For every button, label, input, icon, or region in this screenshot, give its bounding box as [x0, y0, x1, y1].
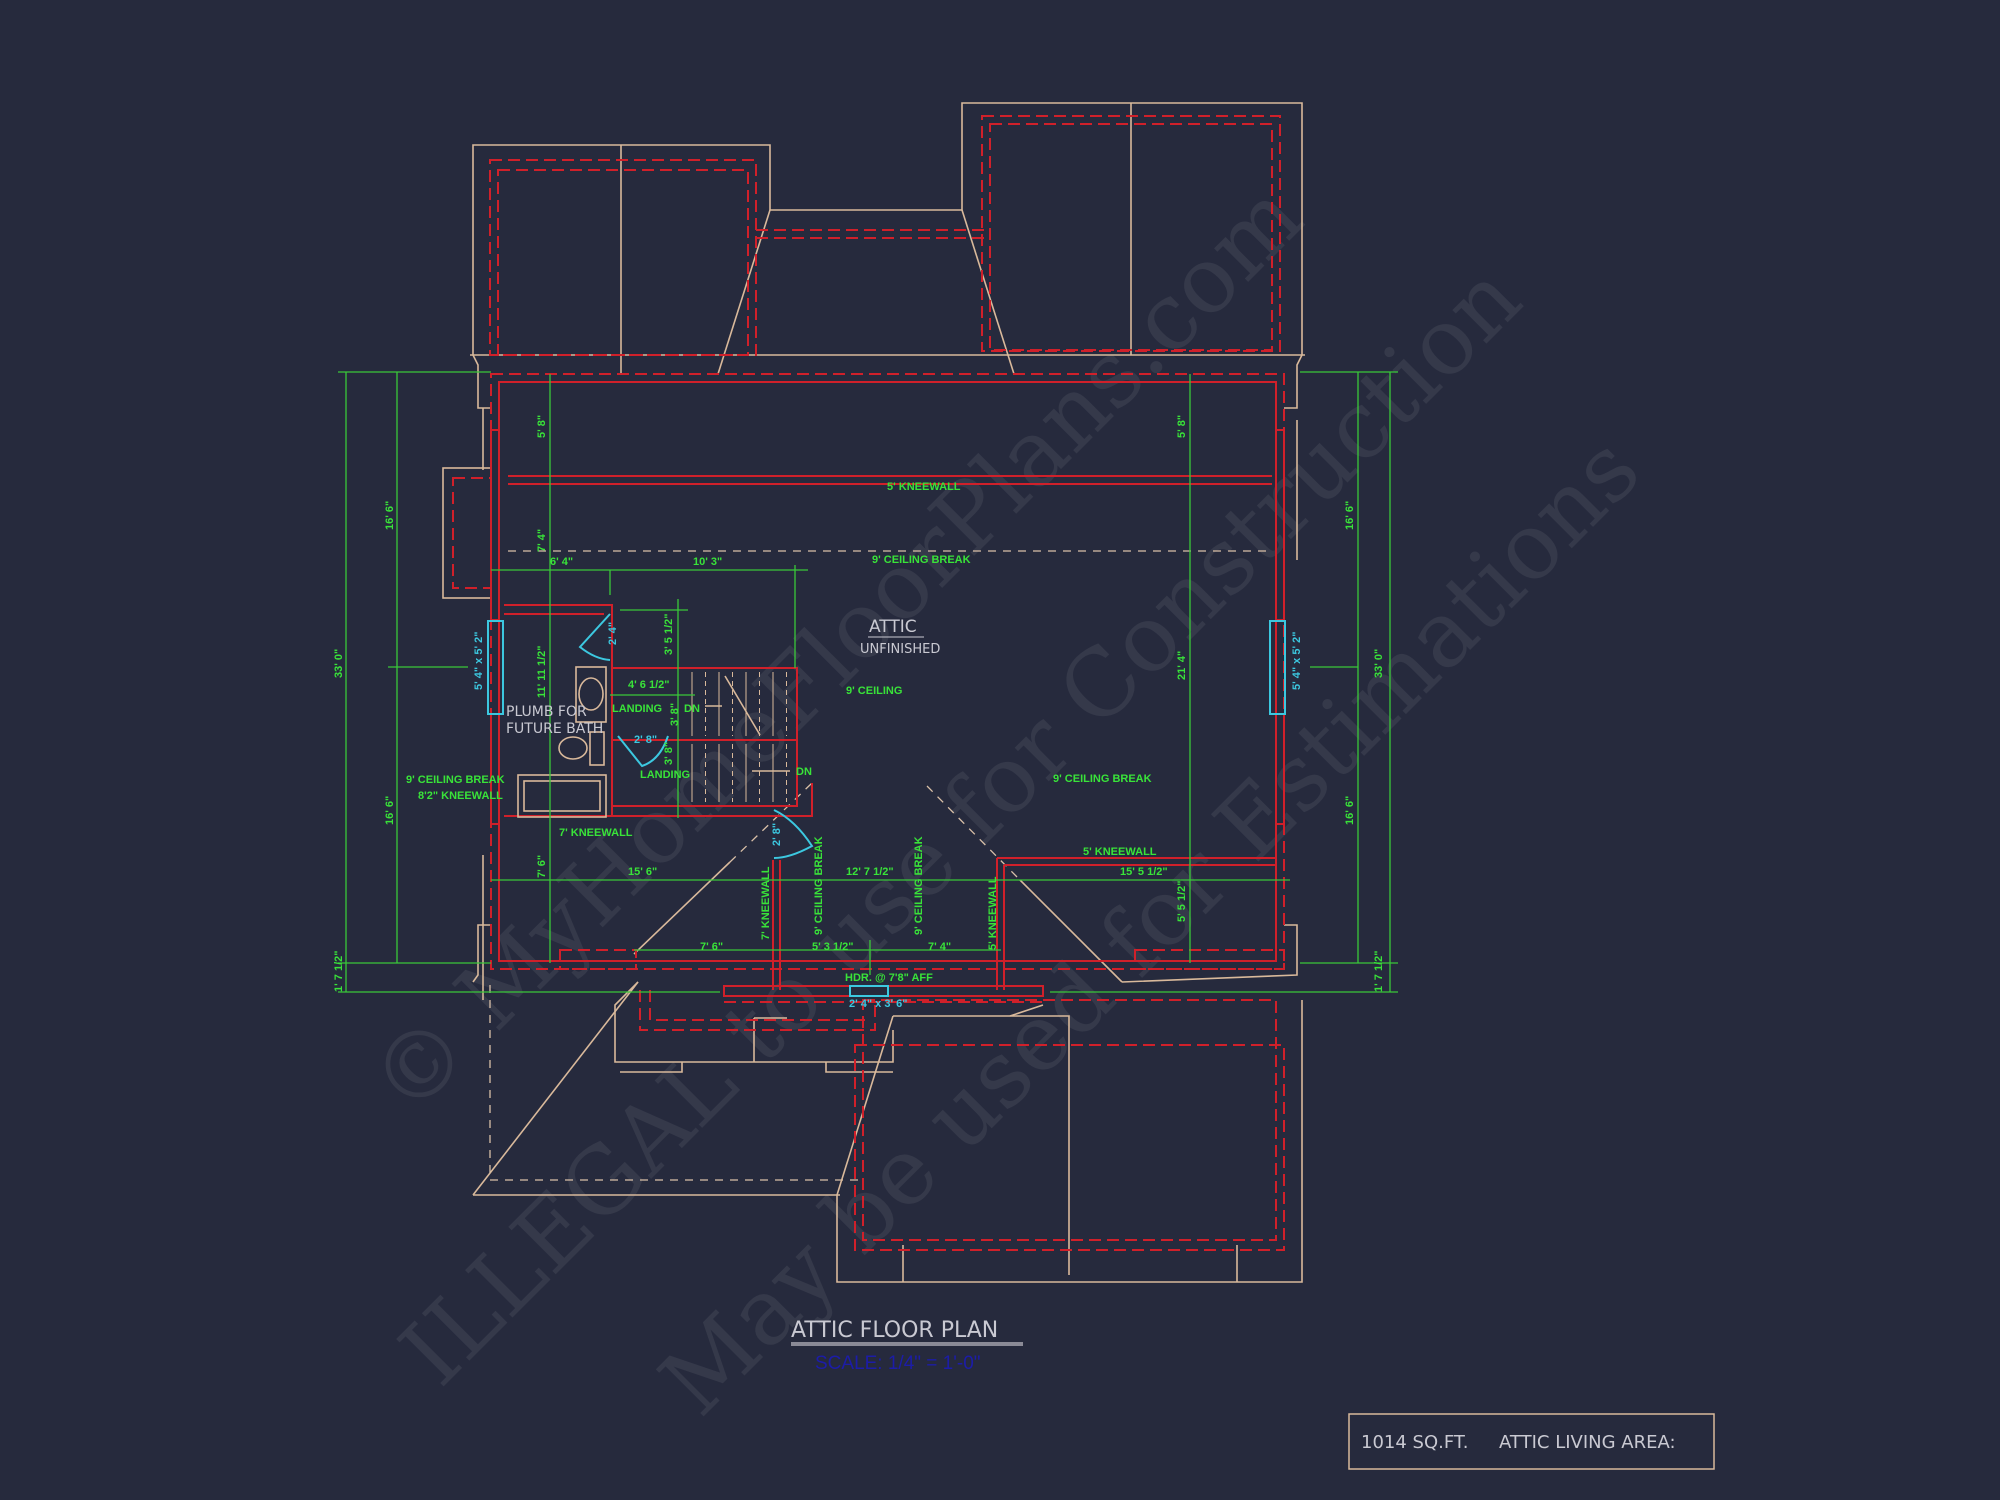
note-ceiling: 9' CEILING	[846, 685, 902, 697]
note-ceiling-break: 9' CEILING BREAK	[913, 836, 925, 935]
door-size-label: 2' 8"	[634, 734, 657, 746]
notes: 5' KNEEWALL 9' CEILING BREAK 9' CEILING …	[406, 481, 1157, 984]
dim-label: 6' 4"	[550, 556, 573, 568]
note-ceiling-break: 9' CEILING BREAK	[813, 836, 825, 935]
note-header: HDR. @ 7'8" AFF	[845, 972, 933, 984]
drawing-scale: SCALE: 1/4" = 1'-0"	[815, 1353, 981, 1374]
sink	[575, 666, 607, 723]
openings	[487, 613, 1286, 997]
stair-treads	[691, 672, 787, 802]
dim-label: 21' 4"	[1176, 651, 1188, 680]
note-kneewall: 5' KNEEWALL	[987, 876, 999, 950]
window-size-label: 5' 4" x 5' 2"	[1291, 632, 1303, 690]
dim-label: 3' 8"	[669, 703, 681, 726]
plumb-note-line-1: PLUMB FOR	[506, 704, 587, 720]
dim-label: 5' 3 1/2"	[812, 941, 853, 953]
dim-label: 7' 4"	[536, 529, 548, 552]
bathtub-inner	[523, 780, 601, 812]
dim-label: 7' 4"	[928, 941, 951, 953]
note-kneewall: 5' KNEEWALL	[887, 481, 961, 493]
sink-bowl	[578, 677, 604, 711]
dim-label: 16' 6"	[1344, 796, 1356, 825]
dim-label: 16' 6"	[384, 501, 396, 530]
dim-label: 4' 6 1/2"	[628, 679, 669, 691]
dimension-labels: 5' 8" 5' 8" 7' 4" 6' 4" 10' 3" 3' 5 1/2"…	[333, 415, 1385, 992]
toilet-bowl	[558, 736, 588, 760]
window-size-label: 2' 4" x 3' 6"	[849, 998, 907, 1010]
bathtub	[517, 774, 607, 818]
dim-label: 1' 7 1/2"	[333, 951, 345, 992]
door-size-label: 2' 8"	[771, 823, 783, 846]
dim-label: 5' 8"	[1176, 415, 1188, 438]
dim-label: 16' 6"	[1344, 501, 1356, 530]
dim-label: 11' 11 1/2"	[536, 646, 548, 699]
area-sqft: 1014 SQ.FT.	[1361, 1432, 1468, 1453]
title-underline	[791, 1342, 1023, 1346]
room-subtitle: UNFINISHED	[860, 642, 940, 657]
dim-label: 12' 7 1/2"	[846, 866, 894, 878]
door-size-label: 2' 4"	[607, 622, 619, 645]
dim-label: 7' 6"	[536, 855, 548, 878]
dim-label: 5' 8"	[536, 415, 548, 438]
dim-label: 5' 5 1/2"	[1176, 881, 1188, 922]
note-landing: LANDING	[640, 769, 690, 781]
dim-label: 3' 5 1/2"	[663, 614, 675, 655]
dim-label: 33' 0"	[333, 649, 345, 678]
dim-label: 15' 6"	[628, 866, 657, 878]
dim-label: 3' 8"	[663, 742, 675, 765]
dim-label: 1' 7 1/2"	[1373, 951, 1385, 992]
dim-label: 33' 0"	[1373, 649, 1385, 678]
dimension-lines	[338, 371, 1398, 993]
note-kneewall: 5' KNEEWALL	[1083, 846, 1157, 858]
dim-label: 10' 3"	[693, 556, 722, 568]
toilet-tank	[589, 731, 605, 766]
dim-label: 15' 5 1/2"	[1120, 866, 1168, 878]
room-name: ATTIC	[869, 617, 917, 637]
door-bath	[578, 613, 611, 661]
window-bottom	[849, 985, 889, 997]
note-stair-down: DN	[796, 766, 812, 778]
area-box	[1348, 1413, 1715, 1470]
drawing-title: ATTIC FLOOR PLAN	[791, 1318, 998, 1343]
note-kneewall: 7' KNEEWALL	[559, 827, 633, 839]
window-right	[1269, 620, 1286, 715]
note-ceiling-break: 9' CEILING BREAK	[406, 774, 505, 786]
note-ceiling-break: 9' CEILING BREAK	[1053, 773, 1152, 785]
plumb-note-line-2: FUTURE BATH	[506, 721, 603, 737]
opening-labels: 5' 4" x 5' 2" 5' 4" x 5' 2" 2' 4" 2' 8" …	[473, 622, 1303, 1010]
dim-label: 16' 6"	[384, 796, 396, 825]
note-ceiling-break: 9' CEILING BREAK	[872, 554, 971, 566]
door-attic	[773, 809, 814, 859]
fixtures	[517, 666, 790, 818]
window-left	[487, 620, 504, 715]
dim-label: 7' 6"	[700, 941, 723, 953]
note-landing: LANDING	[612, 703, 662, 715]
window-size-label: 5' 4" x 5' 2"	[473, 632, 485, 690]
note-kneewall: 8'2" KNEEWALL	[418, 790, 503, 802]
door-landing	[617, 735, 669, 768]
area-label: ATTIC LIVING AREA:	[1499, 1432, 1676, 1453]
note-stair-down: DN	[684, 703, 700, 715]
note-kneewall: 7' KNEEWALL	[760, 866, 772, 940]
